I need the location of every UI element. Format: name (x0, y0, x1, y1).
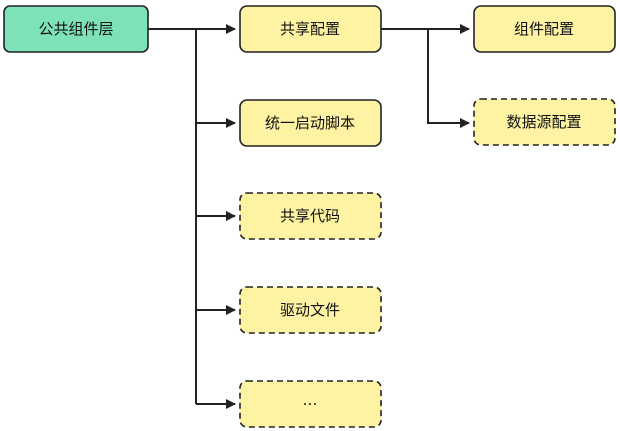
node-box (473, 98, 616, 146)
node-label: 组件配置 (514, 20, 574, 38)
node-datasource-config: 数据源配置 (473, 98, 616, 146)
node-label: 公共组件层 (38, 20, 113, 38)
node-unified-startup-script: 统一启动脚本 (239, 99, 382, 147)
node-component-config: 组件配置 (473, 5, 616, 53)
node-label: 驱动文件 (280, 301, 340, 319)
node-driver-files: 驱动文件 (239, 286, 382, 334)
node-label: 数据源配置 (506, 113, 581, 131)
node-label: 统一启动脚本 (265, 114, 355, 132)
node-box (239, 5, 382, 53)
node-common-component-layer: 公共组件层 (3, 5, 149, 53)
node-shared-config: 共享配置 (239, 5, 382, 53)
node-box (239, 286, 382, 334)
node-box (473, 5, 616, 53)
node-label: 共享配置 (280, 20, 340, 38)
node-label: 共享代码 (280, 207, 340, 225)
node-more-items: … (239, 380, 382, 428)
node-box (239, 380, 382, 428)
connector-lines (148, 24, 470, 409)
node-box (239, 99, 382, 147)
connector-sub-trunk (427, 29, 470, 128)
node-label: … (303, 391, 318, 409)
node-shared-code: 共享代码 (239, 192, 382, 240)
node-box (239, 192, 382, 240)
node-box (3, 5, 149, 53)
